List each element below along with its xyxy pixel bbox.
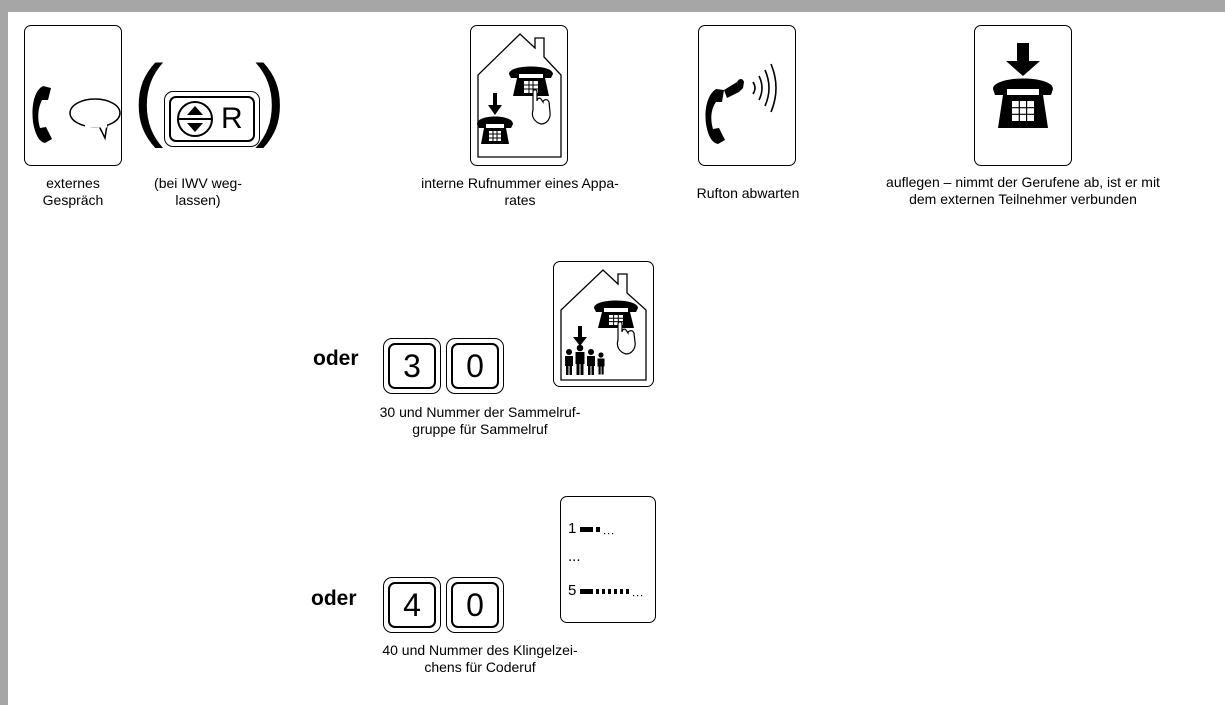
- page-frame-left: [0, 0, 8, 705]
- group-call-icon-box: [553, 261, 654, 387]
- ring-pattern-number: 1: [568, 520, 577, 537]
- caption-code-call: 40 und Nummer des Klingelzei- chens für …: [360, 642, 600, 676]
- oder-label: oder: [313, 347, 359, 370]
- ring-pattern-1: 1: [568, 520, 576, 537]
- caption-line: externes: [46, 175, 100, 191]
- caption-line: dem externen Teilnehmer verbunden: [909, 191, 1137, 207]
- digit-key-4: 4: [383, 577, 441, 633]
- digit-key-0-label: 0: [451, 343, 499, 389]
- internal-number-icon-box: [470, 25, 568, 166]
- digit-key-0-label: 0: [451, 582, 499, 628]
- ring-pattern-short-icon: [580, 527, 614, 535]
- caption-hang-up: auflegen – nimmt der Gerufene ab, ist er…: [808, 174, 1225, 208]
- external-call-icon-box: [24, 25, 122, 166]
- up-down-arrow-icon: [177, 101, 213, 137]
- caption-external-call: externes Gespräch: [28, 175, 118, 209]
- digit-key-4-label: 4: [388, 582, 436, 628]
- caption-line: chens für Coderuf: [424, 659, 536, 675]
- handset-speech-bubble-icon: [32, 86, 121, 143]
- caption-iwv: (bei IWV weg- lassen): [132, 175, 264, 209]
- caption-internal-number: interne Rufnummer eines Appa- rates: [370, 175, 670, 209]
- caption-group-call: 30 und Nummer der Sammelruf- gruppe für …: [360, 404, 600, 438]
- house-phone-dial-icon: [477, 33, 562, 158]
- oder-label: oder: [311, 587, 357, 610]
- caption-line: Rufton abwarten: [696, 185, 800, 201]
- digit-key-3: 3: [383, 338, 441, 394]
- ringing-icon-box: [698, 25, 796, 166]
- ring-pattern-ellipsis: ...: [568, 548, 581, 565]
- caption-line: (bei IWV weg-: [154, 175, 242, 191]
- handset-ringing-icon: [705, 63, 777, 144]
- caption-line: 40 und Nummer des Klingelzei-: [382, 642, 578, 658]
- open-parenthesis: (: [133, 47, 164, 149]
- caption-line: lassen): [175, 192, 221, 208]
- hang-up-phone-icon: [993, 43, 1053, 128]
- ring-pattern-icon-box: 1 ... 5: [560, 496, 656, 623]
- digit-key-3-label: 3: [388, 343, 436, 389]
- ring-pattern-long-icon: [580, 589, 643, 597]
- caption-line: Gespräch: [42, 192, 104, 208]
- caption-line: gruppe für Sammelruf: [412, 421, 548, 437]
- hang-up-icon-box: [974, 25, 1072, 166]
- house-group-call-icon: [560, 269, 647, 381]
- page-frame-top: [0, 0, 1225, 12]
- ring-pattern-number: 5: [568, 582, 577, 599]
- caption-line: 30 und Nummer der Sammelruf-: [379, 404, 581, 420]
- digit-key-0: 0: [446, 577, 504, 633]
- caption-line: auflegen – nimmt der Gerufene ab, ist er…: [886, 174, 1160, 190]
- up-down-r-key: R: [164, 91, 260, 147]
- caption-ringing: Rufton abwarten: [688, 185, 808, 202]
- close-parenthesis: ): [255, 47, 286, 149]
- digit-key-0: 0: [446, 338, 504, 394]
- caption-line: interne Rufnummer eines Appa-: [421, 175, 619, 191]
- r-key-label: R: [221, 102, 243, 135]
- caption-line: rates: [504, 192, 536, 208]
- ring-pattern-5: 5: [568, 582, 576, 599]
